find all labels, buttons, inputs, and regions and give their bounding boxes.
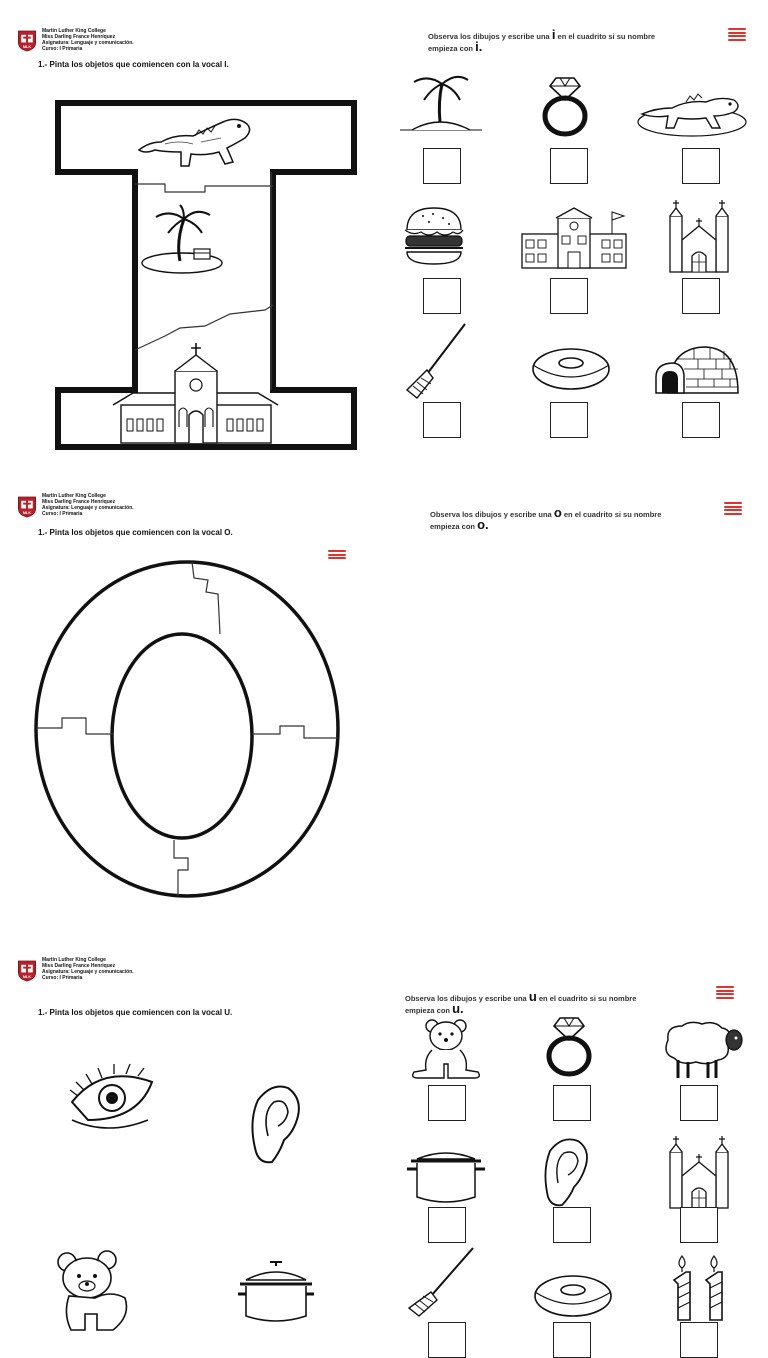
- pot-icon: [407, 1152, 485, 1203]
- ear-icon: [544, 1138, 588, 1207]
- school-name: Martin Luther King College: [42, 28, 106, 34]
- iguana-icon: [137, 118, 251, 167]
- answer-box[interactable]: [550, 148, 588, 184]
- answer-box[interactable]: [423, 148, 461, 184]
- answer-box[interactable]: [680, 1322, 718, 1358]
- broom-icon: [405, 323, 466, 399]
- instructions: Observa los dibujos y escribe una o en e…: [430, 505, 662, 532]
- answer-box[interactable]: [428, 1085, 466, 1121]
- sheep-icon: [665, 1021, 743, 1078]
- answer-box[interactable]: [423, 278, 461, 314]
- worksheet-vowel-u: Martin Luther King College Miss Darling …: [0, 940, 768, 1024]
- pot-icon: [238, 1261, 314, 1322]
- answer-box[interactable]: [680, 1085, 718, 1121]
- church-icon: [669, 200, 729, 273]
- answer-box[interactable]: [553, 1085, 591, 1121]
- header-block: Martin Luther King College Miss Darling …: [42, 28, 134, 52]
- eye-icon: [69, 1063, 154, 1129]
- church-icon: [112, 343, 279, 444]
- answer-box[interactable]: [423, 402, 461, 438]
- teacher-name: Miss Darling France Henríquez: [42, 34, 116, 40]
- school-icon: [521, 207, 627, 269]
- answer-box[interactable]: [428, 1322, 466, 1358]
- igloo-icon: [655, 346, 739, 394]
- header-block: Martin Luther King College Miss Darling …: [42, 493, 134, 517]
- teacher-name: Miss Darling France Henríquez: [42, 499, 116, 505]
- worksheet-vowel-i: Martin Luther King College Miss Darling …: [0, 0, 768, 470]
- decor-stripe-icon: [728, 28, 746, 42]
- subject-line: Asignatura: Lenguaje y comunicación.: [42, 40, 134, 46]
- instructions: Observa los dibujos y escribe una u en e…: [405, 989, 637, 1016]
- candles-11-icon: [672, 1254, 723, 1321]
- header-block: Martin Luther King College Miss Darling …: [42, 957, 134, 981]
- teacher-name: Miss Darling France Henríquez: [42, 963, 116, 969]
- ring-icon: [542, 77, 588, 137]
- course-line: Curso: I Primaria: [42, 975, 83, 981]
- course-line: Curso: I Primaria: [42, 511, 83, 517]
- iguana-icon: [637, 93, 747, 137]
- answer-box[interactable]: [428, 1207, 466, 1243]
- hamburger-icon: [404, 207, 464, 265]
- decor-stripe-icon: [724, 502, 742, 516]
- target-letter-end: i.: [475, 39, 483, 54]
- instructions: Observa los dibujos y escribe una i en e…: [428, 27, 656, 54]
- island-icon: [400, 75, 482, 131]
- course-line: Curso: I Primaria: [42, 46, 83, 52]
- answer-box[interactable]: [682, 278, 720, 314]
- ear-icon: [251, 1085, 300, 1164]
- task-title: 1.- Pinta los objetos que comiencen con …: [38, 60, 229, 69]
- task-title: 1.- Pinta los objetos que comiencen con …: [38, 1008, 233, 1017]
- decor-stripe-icon: [716, 986, 734, 1000]
- donut-icon: [532, 348, 610, 390]
- school-name: Martin Luther King College: [42, 957, 106, 963]
- broom-icon: [407, 1247, 474, 1317]
- answer-box[interactable]: [680, 1207, 718, 1243]
- letter-i-outline: [55, 100, 357, 450]
- donut-icon: [534, 1275, 612, 1317]
- answer-box[interactable]: [553, 1207, 591, 1243]
- subject-line: Asignatura: Lenguaje y comunicación.: [42, 969, 134, 975]
- letter-o-outline: [34, 560, 340, 898]
- target-letter-end: o.: [477, 517, 489, 532]
- teddy-bear-icon: [411, 1019, 481, 1079]
- worksheet-vowel-o: Martin Luther King College Miss Darling …: [0, 470, 768, 1358]
- task-title: 1.- Pinta los objetos que comiencen con …: [38, 528, 233, 537]
- school-name: Martin Luther King College: [42, 493, 106, 499]
- decor-stripe-icon: [328, 550, 346, 561]
- answer-box[interactable]: [550, 402, 588, 438]
- church-icon: [669, 1136, 729, 1209]
- target-letter: i: [551, 27, 556, 42]
- subject-line: Asignatura: Lenguaje y comunicación.: [42, 505, 134, 511]
- target-letter: u: [528, 989, 537, 1004]
- target-letter-end: u.: [452, 1001, 464, 1016]
- school-logo: [17, 30, 37, 52]
- answer-box[interactable]: [550, 278, 588, 314]
- answer-box[interactable]: [553, 1322, 591, 1358]
- target-letter: o: [553, 505, 562, 520]
- answer-box[interactable]: [682, 402, 720, 438]
- island-icon: [141, 204, 223, 274]
- answer-box[interactable]: [682, 148, 720, 184]
- school-logo: [17, 960, 37, 982]
- school-logo: [17, 496, 37, 518]
- bear-icon: [57, 1250, 128, 1331]
